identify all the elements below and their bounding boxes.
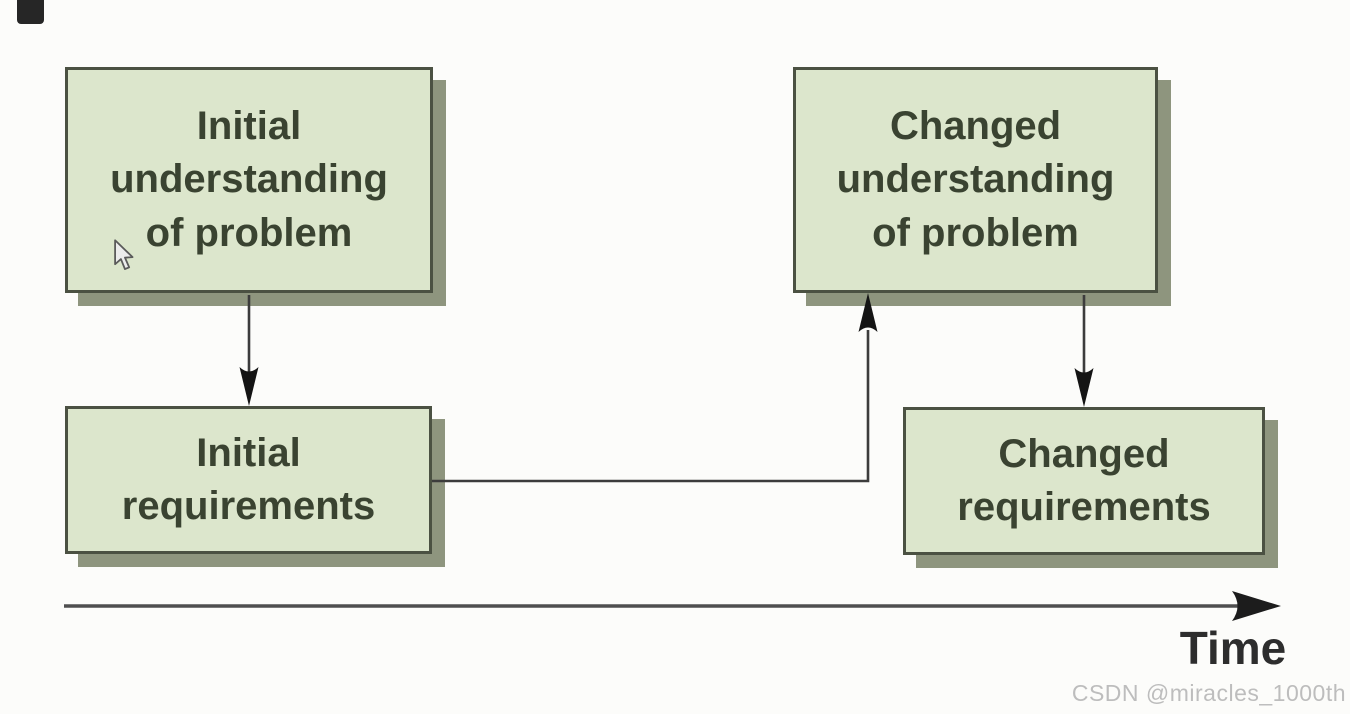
box-label-changed-understanding: Changed understanding of problem: [836, 104, 1115, 255]
time-axis-arrow: [64, 591, 1281, 621]
arrow-initial-requirements-to-changed-understanding: [432, 293, 878, 483]
corner-mark: [17, 0, 44, 24]
box-label-initial-requirements: Initial requirements: [121, 430, 376, 528]
box-changed-understanding: Changed understanding of problem: [793, 67, 1158, 293]
arrow-initial-understanding-to-initial-requirements: [239, 295, 259, 406]
watermark: CSDN @miracles_1000th: [1071, 680, 1346, 706]
box-label-initial-understanding: Initial understanding of problem: [110, 104, 388, 255]
box-initial-requirements: Initial requirements: [65, 406, 432, 554]
time-axis-label: Time: [1179, 622, 1287, 674]
cursor-icon: [114, 239, 134, 271]
box-label-changed-requirements: Changed requirements: [957, 431, 1211, 529]
box-changed-requirements: Changed requirements: [903, 407, 1265, 555]
arrow-changed-understanding-to-changed-requirements: [1074, 295, 1094, 407]
